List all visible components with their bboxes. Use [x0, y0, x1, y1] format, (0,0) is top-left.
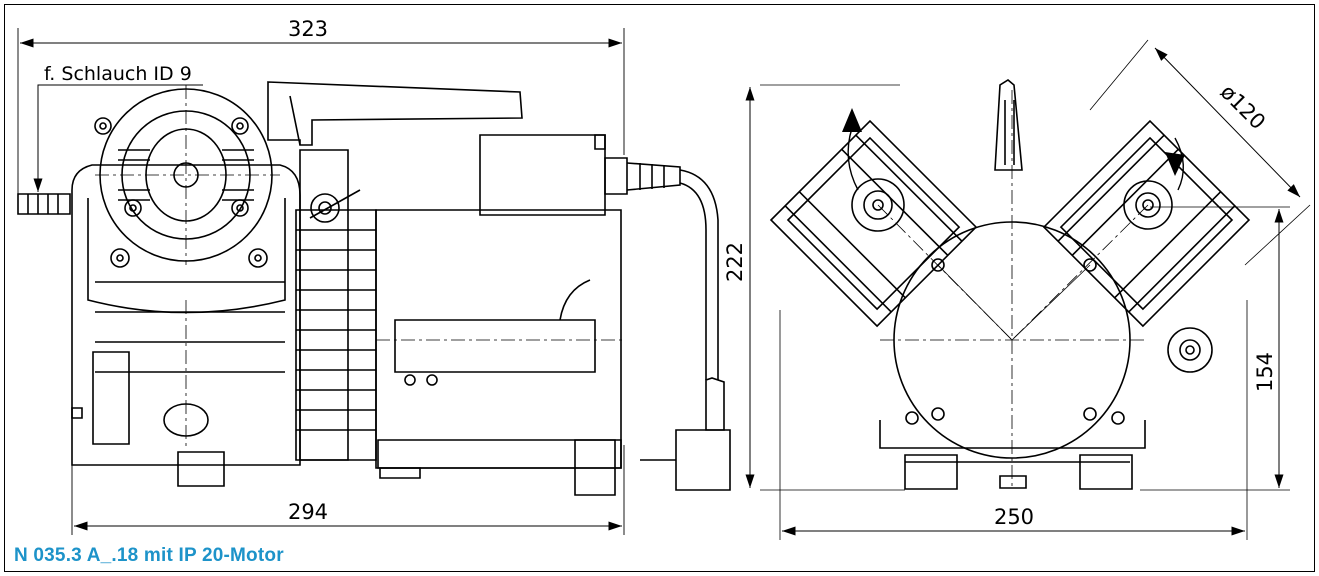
drawing-caption: N 035.3 A_.18 mit IP 20-Motor: [14, 545, 284, 566]
dim-overall-length: 323: [288, 17, 328, 41]
center-vent: [995, 80, 1022, 170]
left-port: [852, 179, 904, 231]
hose-label: f. Schlauch ID 9: [44, 63, 192, 85]
motor-body: [376, 135, 624, 495]
right-head: [1044, 121, 1249, 326]
flange: [300, 150, 348, 460]
front-foot-right: [1080, 455, 1132, 489]
side-view: [18, 28, 730, 535]
motor-fan-fins: [296, 190, 376, 460]
dim-head-diameter: ø120: [1216, 80, 1270, 134]
front-foot-left: [905, 455, 957, 489]
dim-port-height: 154: [1253, 352, 1277, 392]
front-dimensions: [745, 40, 1310, 540]
pump-head-side: [72, 85, 300, 486]
side-dimensions: [20, 38, 622, 531]
left-head: [771, 121, 976, 326]
front-view: [771, 80, 1249, 490]
right-port: [1124, 181, 1172, 229]
dim-height: 222: [723, 242, 747, 282]
drawing-frame: [4, 4, 1315, 572]
side-boss: [1168, 328, 1212, 372]
dim-base-width: 250: [994, 505, 1034, 529]
carry-handle: [268, 82, 522, 145]
power-cord: [605, 158, 730, 490]
dim-base-length: 294: [288, 500, 328, 524]
hose-barb: [18, 194, 70, 214]
